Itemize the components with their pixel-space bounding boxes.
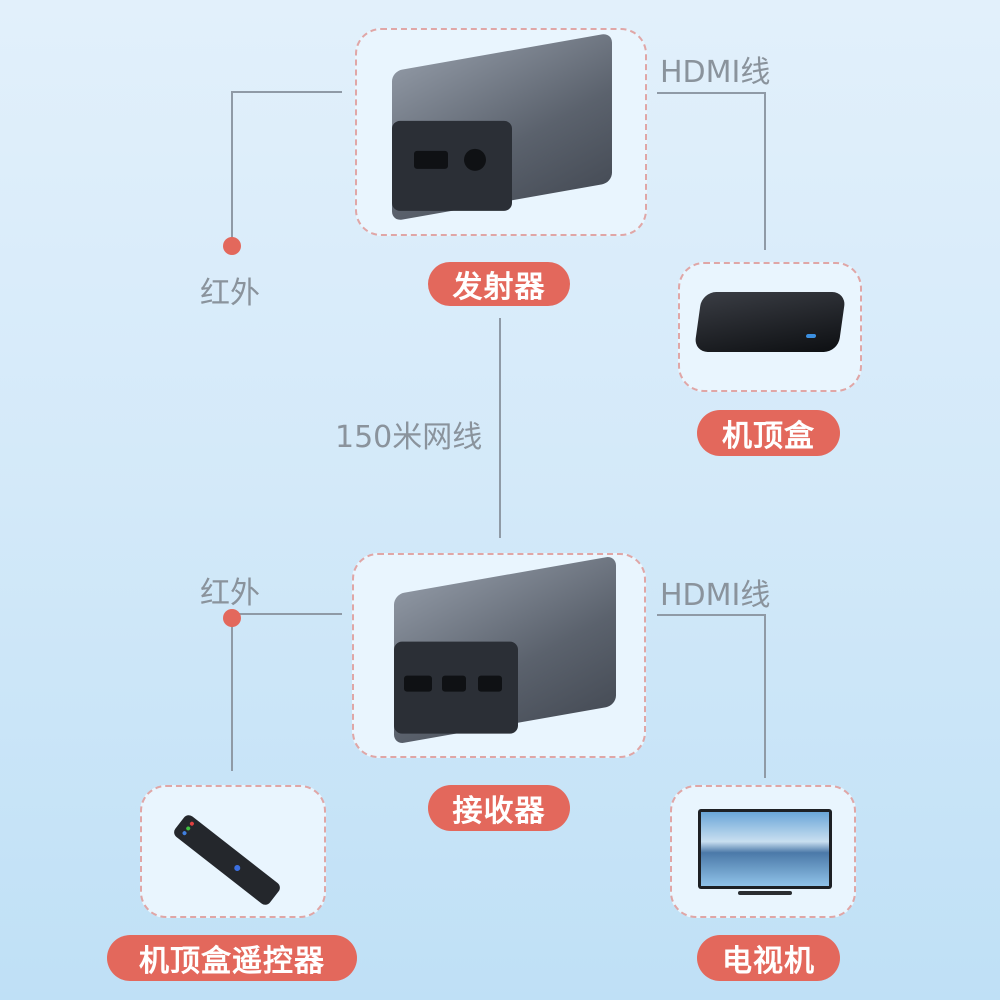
usb-port-icon bbox=[478, 675, 502, 692]
ir-line-bottom-v bbox=[231, 613, 233, 771]
ir-line-bottom-h bbox=[232, 613, 342, 615]
hdmi-label-bottom: HDMI线 bbox=[660, 578, 771, 613]
ir-dot-top bbox=[223, 237, 241, 255]
settop-device-image bbox=[693, 292, 847, 352]
tv-image bbox=[698, 809, 832, 889]
tv-stand bbox=[738, 891, 792, 895]
ir-dot-bottom bbox=[223, 609, 241, 627]
settop-card bbox=[678, 262, 862, 392]
hdmi-port-icon bbox=[404, 675, 432, 692]
receiver-label: 接收器 bbox=[428, 785, 570, 831]
hdmi-line-top-v bbox=[764, 92, 766, 250]
usb-port-icon bbox=[442, 675, 466, 692]
receiver-card bbox=[352, 553, 646, 758]
hdmi-line-bottom-v bbox=[764, 614, 766, 778]
network-line bbox=[499, 318, 501, 538]
ir-line-top-h bbox=[232, 91, 342, 93]
network-label: 150米网线 bbox=[335, 420, 483, 455]
remote-control-image bbox=[171, 812, 283, 908]
ir-label-top: 红外 bbox=[200, 276, 260, 311]
transmitter-device-image bbox=[392, 32, 612, 222]
ir-line-top-v bbox=[231, 91, 233, 246]
hdmi-line-bottom-h bbox=[657, 614, 766, 616]
settop-label: 机顶盒 bbox=[697, 410, 840, 456]
tv-card bbox=[670, 785, 856, 918]
tv-label: 电视机 bbox=[697, 935, 840, 981]
led-icon bbox=[805, 334, 817, 338]
transmitter-card bbox=[355, 28, 647, 236]
ir-label-bottom: 红外 bbox=[200, 576, 260, 611]
remote-label: 机顶盒遥控器 bbox=[107, 935, 357, 981]
transmitter-label: 发射器 bbox=[428, 262, 570, 306]
hdmi-label-top: HDMI线 bbox=[660, 55, 771, 90]
hdmi-port-icon bbox=[414, 150, 448, 169]
remote-card bbox=[140, 785, 326, 918]
dc-port-icon bbox=[464, 148, 486, 171]
tv-screen bbox=[701, 812, 829, 886]
receiver-device-image bbox=[394, 555, 616, 745]
hdmi-line-top-h bbox=[657, 92, 766, 94]
